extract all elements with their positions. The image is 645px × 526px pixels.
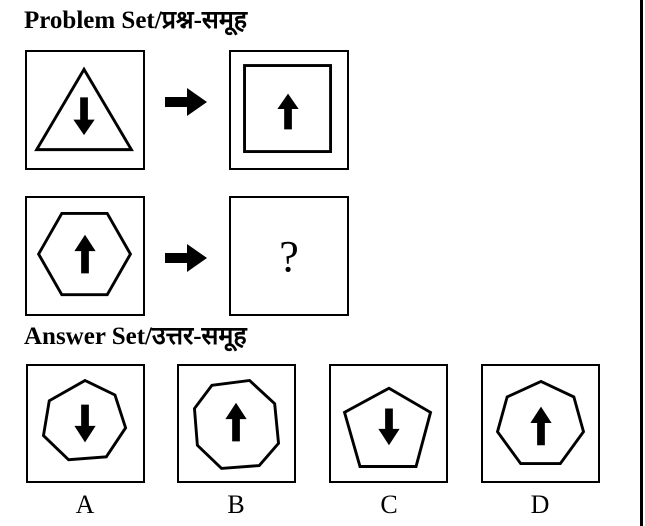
option-c-label[interactable]: C [380,490,398,519]
option-c-figure[interactable] [329,364,448,483]
pentagon-down-arrow-icon [342,386,433,468]
option-b-figure[interactable] [177,364,296,483]
option-d-figure[interactable] [481,364,600,483]
option-a-figure[interactable] [26,364,145,483]
option-b-label[interactable]: B [227,490,245,519]
problem-figure-2 [229,50,349,170]
right-arrow-icon [165,244,207,272]
square-up-arrow-icon [243,64,333,154]
option-d-label[interactable]: D [530,490,550,519]
hexagon-up-arrow-icon [36,212,133,297]
answer-set-heading: Answer Set/उत्तर-समूह [24,323,247,350]
right-arrow-icon [165,88,207,116]
triangle-down-arrow-icon [34,66,134,152]
option-a-label[interactable]: A [75,490,95,519]
answer-placeholder-figure: ? [229,196,349,316]
problem-set-heading: Problem Set/प्रश्न-समूह [24,7,248,34]
question-mark: ? [279,231,299,281]
problem-figure-3 [25,196,145,316]
octagon-up-arrow-icon [192,378,281,470]
problem-figure-1 [25,50,145,170]
heptagon-down-arrow-icon [41,378,128,462]
right-border-line [640,0,643,526]
heptagon-up-arrow-icon [495,379,586,466]
